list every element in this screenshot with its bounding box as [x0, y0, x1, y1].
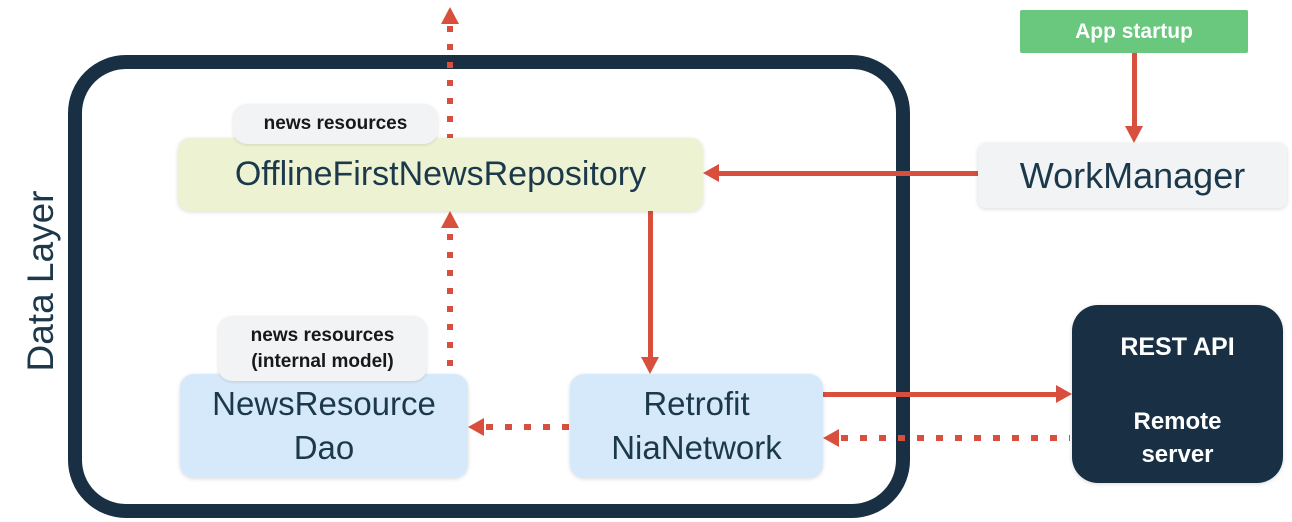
- node-news-resource-dao-label-line2: Dao: [293, 429, 355, 466]
- remote-server-subtitle: Remote server: [1133, 405, 1221, 471]
- arrow-appstartup-to-workmanager-line: [1132, 53, 1137, 127]
- node-news-resource-dao: NewsResource Dao: [180, 374, 468, 478]
- annotation-news-resources-internal-line1: news resources: [250, 324, 395, 346]
- arrow-repository-up-head: [441, 7, 459, 24]
- node-app-startup: App startup: [1020, 10, 1248, 53]
- node-retrofit-nia-network-label-line2: NiaNetwork: [611, 429, 782, 466]
- data-layer-container: [68, 55, 910, 518]
- remote-server-title: REST API: [1120, 333, 1235, 361]
- node-news-resource-dao-label-line1: NewsResource: [212, 385, 436, 422]
- node-remote-server: REST API Remote server: [1072, 305, 1283, 483]
- annotation-news-resources-line1: news resources: [263, 113, 408, 134]
- arrow-network-to-remote-line: [823, 392, 1056, 397]
- remote-server-subtitle-line1: Remote: [1133, 408, 1222, 435]
- arrow-appstartup-to-workmanager-head: [1125, 126, 1143, 143]
- arrow-repository-to-network-head: [641, 357, 659, 374]
- node-workmanager-label: WorkManager: [1019, 154, 1246, 196]
- arrow-workmanager-to-repository-head: [703, 164, 719, 182]
- arrow-workmanager-to-repository-line: [719, 171, 978, 176]
- arrow-network-to-dao-head: [468, 418, 484, 436]
- node-retrofit-nia-network: Retrofit NiaNetwork: [570, 374, 823, 478]
- annotation-news-resources-internal-model: news resources (internal model): [218, 316, 427, 381]
- arrow-network-to-remote-head: [1056, 385, 1072, 403]
- arrow-repository-up-line: [447, 26, 453, 138]
- node-workmanager: WorkManager: [978, 143, 1287, 208]
- node-app-startup-label: App startup: [1075, 19, 1193, 43]
- arrow-repository-to-network-line: [648, 211, 653, 357]
- data-layer-label: Data Layer: [20, 190, 61, 372]
- arrow-remote-to-network-line: [841, 435, 1070, 441]
- arrow-remote-to-network-head: [823, 429, 839, 447]
- arrow-dao-to-repository-head: [441, 211, 459, 228]
- annotation-news-resources: news resources: [233, 104, 438, 144]
- annotation-news-resources-internal-line2: (internal model): [251, 350, 394, 372]
- arrow-dao-to-repository-line: [447, 234, 453, 374]
- arrow-network-to-dao-line: [486, 424, 570, 430]
- node-offline-first-news-repository: OfflineFirstNewsRepository: [178, 138, 703, 211]
- node-retrofit-nia-network-label-line1: Retrofit: [643, 385, 750, 422]
- remote-server-subtitle-line2: server: [1141, 441, 1214, 468]
- node-offline-first-news-repository-label: OfflineFirstNewsRepository: [234, 155, 647, 193]
